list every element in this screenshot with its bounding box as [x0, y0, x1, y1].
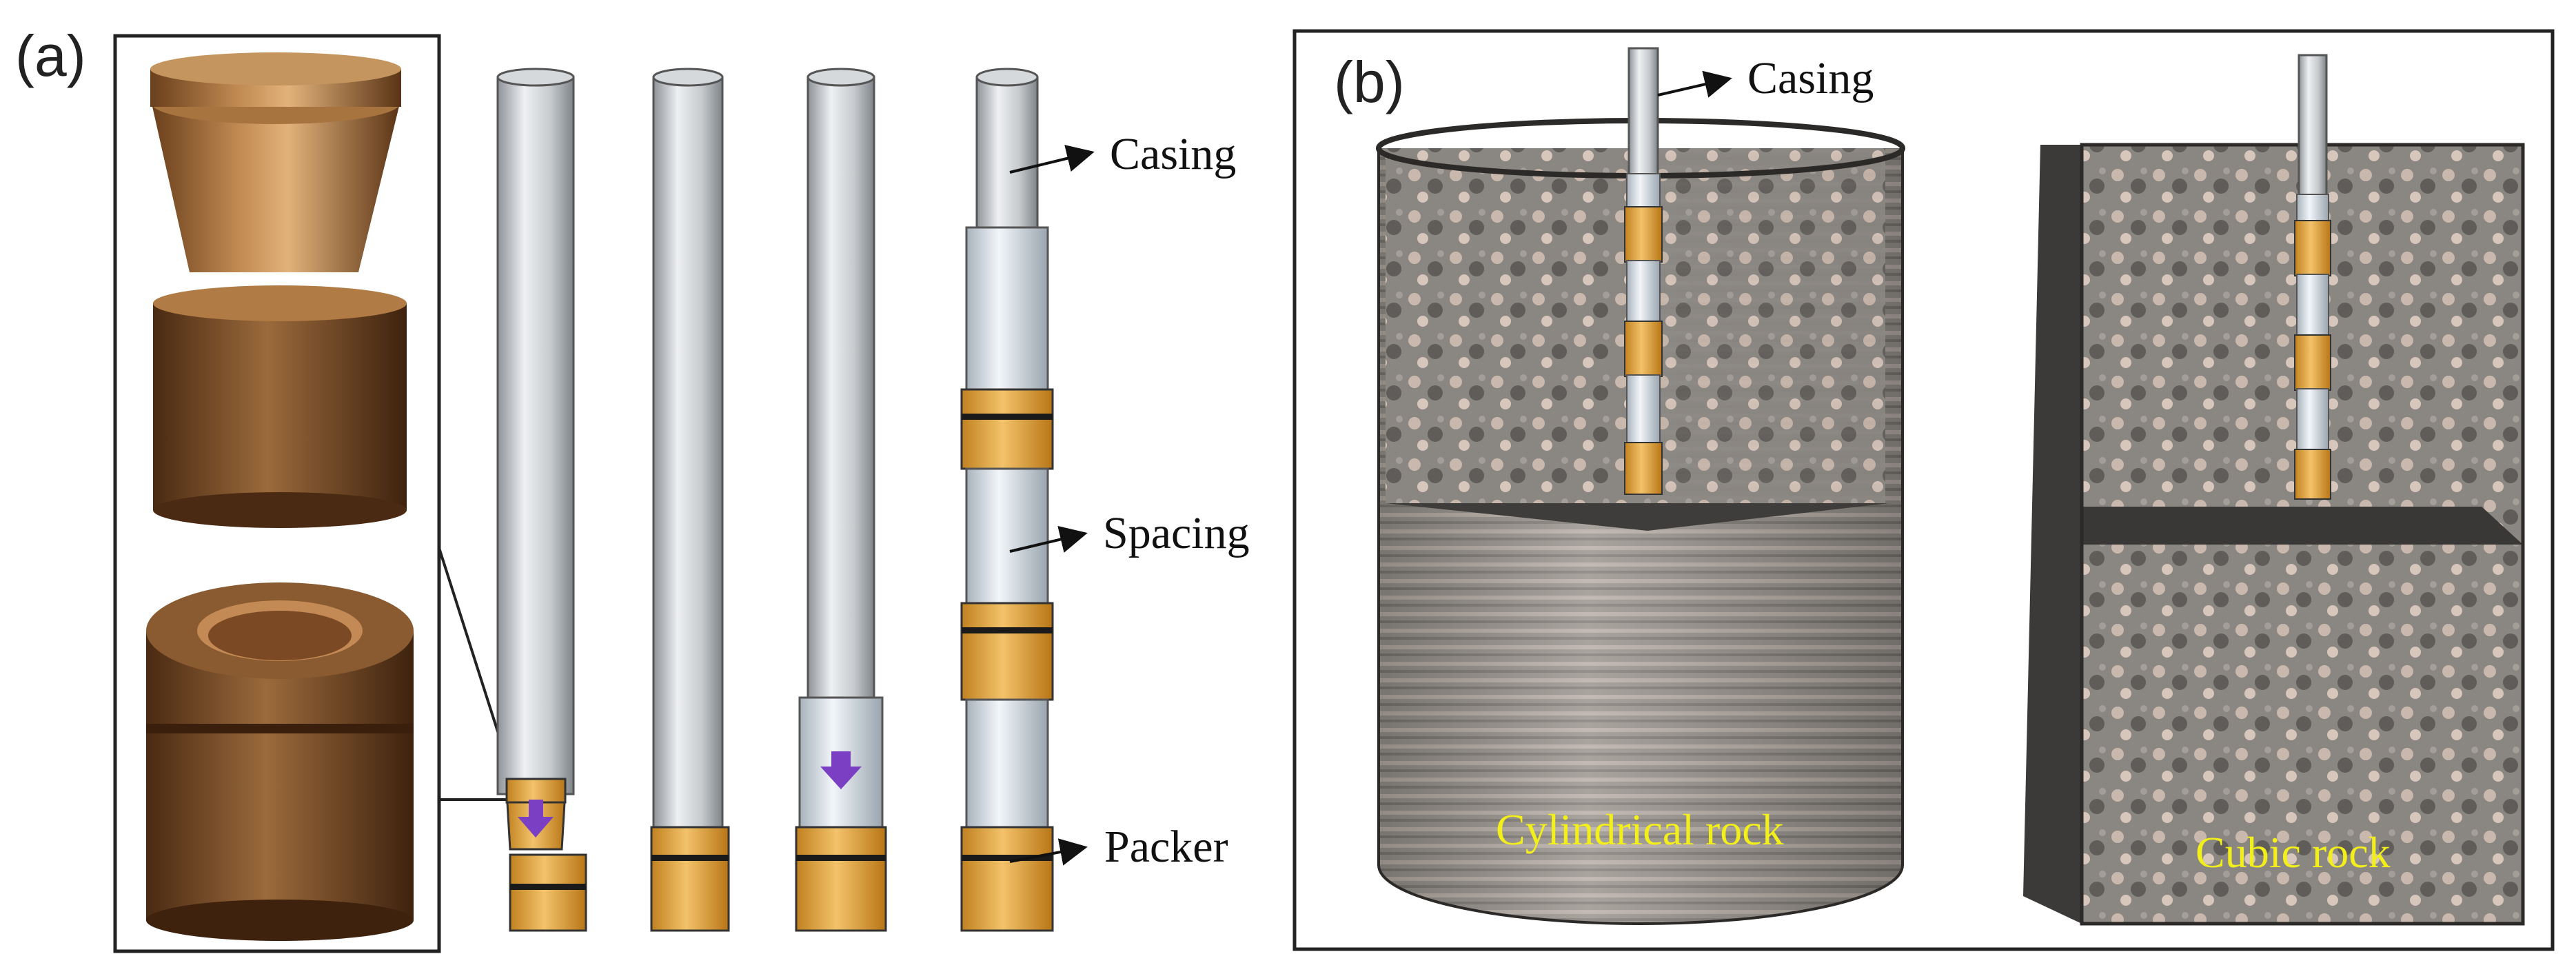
photo-assembled-packer [146, 582, 414, 941]
stage-3-assembly [795, 68, 887, 932]
push-arrow-icon [820, 751, 862, 789]
casing-pipe [1627, 47, 1659, 177]
packer-ring [2294, 220, 2331, 276]
spacing-sleeve [1626, 374, 1661, 445]
callout-arrows-a [1009, 145, 1095, 866]
spacing-sleeve [965, 698, 1049, 832]
stage-4-assembly [960, 68, 1054, 932]
packer-ring [2294, 334, 2331, 391]
casing-pipe [975, 76, 1039, 230]
borehole-assembly-cylinder [1624, 47, 1663, 495]
packer-ring [960, 826, 1054, 932]
casing-pipe [652, 76, 724, 830]
cubic-rock-label: Cubic rock [2195, 828, 2391, 877]
panel-a-label: (a) [15, 23, 86, 88]
panel-b-frame [1292, 29, 2555, 951]
spacing-sleeve [965, 226, 1049, 394]
borehole-assembly-cube [2294, 54, 2331, 500]
photo-sleeve [153, 285, 407, 528]
photo-inset-frame [113, 34, 441, 953]
packer-ring [960, 388, 1054, 470]
packer-ring [960, 602, 1054, 701]
spacing-sleeve [965, 467, 1049, 608]
casing-pipe [496, 76, 575, 795]
push-arrow-icon [518, 800, 554, 838]
packer-ring [650, 826, 730, 932]
callout-packer: Packer [1104, 822, 1228, 872]
packer-ring [795, 826, 887, 932]
packer-ring [2294, 449, 2331, 500]
spacing-sleeve [2296, 274, 2329, 337]
panel-b-label: (b) [1334, 50, 1405, 114]
packer-ring [1624, 206, 1663, 263]
callout-spacing: Spacing [1103, 508, 1250, 558]
callout-arrow-b [1657, 70, 1732, 98]
packer-ring [1624, 442, 1663, 495]
stage-2-assembly [650, 68, 730, 932]
packer-ring [1624, 321, 1663, 377]
spacing-sleeve [1626, 260, 1661, 323]
cylindrical-rock-label: Cylindrical rock [1496, 805, 1784, 854]
packer-ring [509, 853, 587, 932]
casing-pipe [2298, 54, 2328, 198]
casing-pipe [807, 76, 875, 706]
cylindrical-rock [1376, 118, 1905, 925]
spacing-sleeve [1626, 173, 1661, 209]
spacing-sleeve [2296, 194, 2329, 223]
cubic-rock [2023, 143, 2525, 926]
stage-1-assembly [496, 68, 587, 932]
callout-casing: Casing [1110, 129, 1236, 179]
callout-casing-b: Casing [1747, 53, 1874, 103]
photo-cone-ring [150, 52, 401, 272]
spacing-sleeve [2296, 388, 2329, 452]
